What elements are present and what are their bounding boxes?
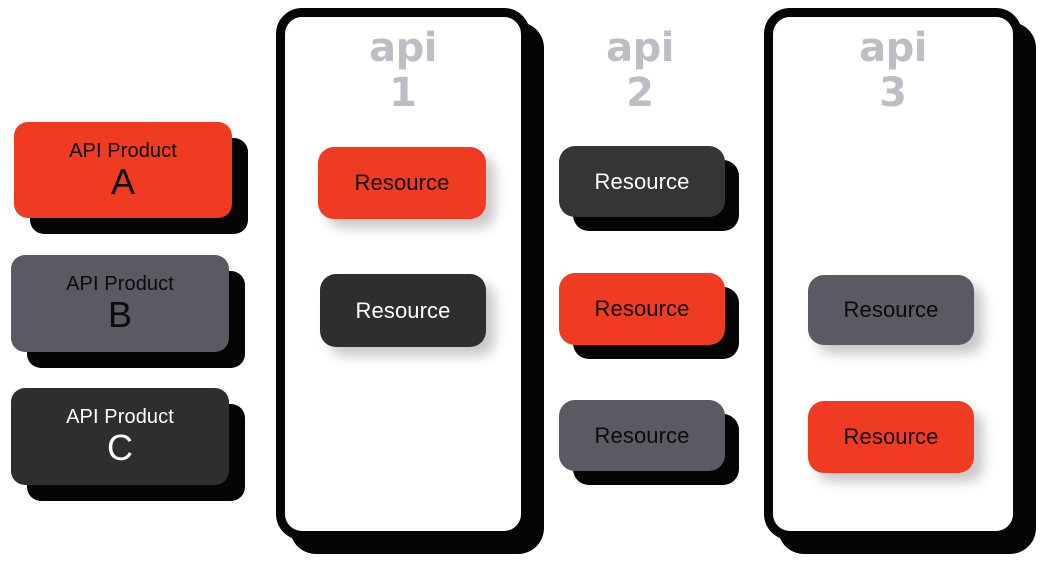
api-product-c-letter: C [107,427,133,468]
api-product-card-a[interactable]: API Product A [14,122,232,218]
api-1-resource-1-label: Resource [354,170,450,195]
api-heading-3-number: 3 [879,70,907,116]
api-product-a-caption: API Product [69,139,177,162]
api-heading-2: api 2 [545,27,735,115]
api-2-resource-2-label: Resource [594,296,690,322]
api-heading-2-number: 2 [626,70,654,116]
api-heading-1: api 1 [276,27,530,115]
api-product-card-c[interactable]: API Product C [11,388,229,485]
api-product-a-letter: A [110,160,135,202]
api-2-resource-1[interactable]: Resource [559,146,725,217]
api-2-resource-3-label: Resource [594,422,690,448]
api-product-b-caption: API Product [66,273,174,295]
api-2-resource-1-label: Resource [594,168,690,194]
api-1-resource-2-label: Resource [355,297,451,323]
api-container-1[interactable] [276,8,530,540]
api-3-resource-1[interactable]: Resource [808,275,974,345]
api-product-b-letter: B [107,294,132,335]
api-heading-1-word: api [369,25,437,71]
api-3-resource-2-label: Resource [843,424,939,449]
api-heading-2-word: api [606,25,674,71]
api-heading-1-number: 1 [389,70,417,116]
api-3-resource-2[interactable]: Resource [808,401,974,473]
api-3-resource-1-label: Resource [843,297,939,322]
api-heading-3: api 3 [764,27,1022,115]
api-2-resource-2[interactable]: Resource [559,273,725,345]
api-product-c-caption: API Product [66,406,174,428]
api-1-resource-1[interactable]: Resource [318,147,486,219]
api-1-resource-2[interactable]: Resource [320,274,486,347]
api-product-card-b[interactable]: API Product B [11,255,229,352]
api-2-resource-3[interactable]: Resource [559,400,725,471]
api-heading-3-word: api [859,25,927,71]
